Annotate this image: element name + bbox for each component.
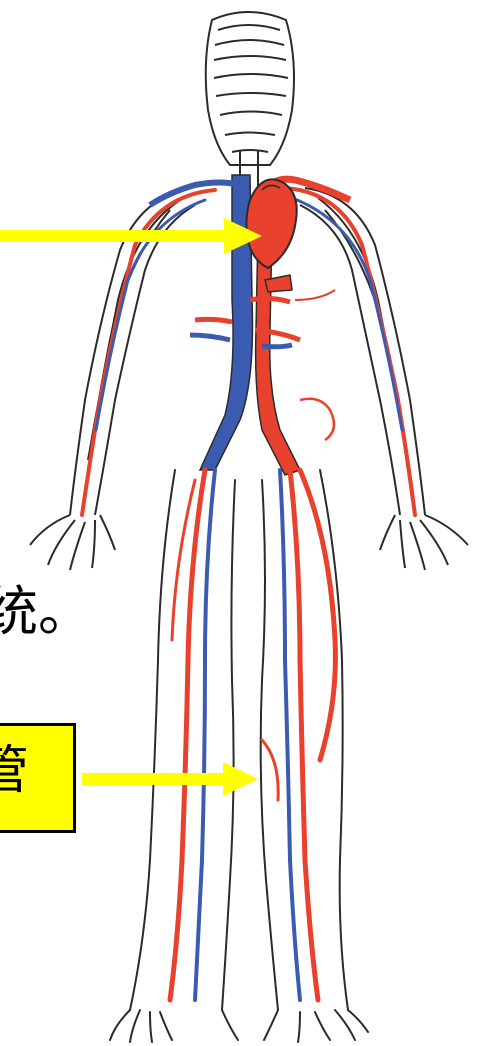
left-arm [30,190,195,570]
partial-caption-text: 统。 [0,585,92,639]
arrow-right-icon [82,762,258,796]
heart [246,179,296,268]
head [206,12,294,195]
arrow-right-icon [0,218,262,254]
legs [110,470,368,1042]
torso [150,175,350,475]
label-box: 管 [0,723,76,833]
right-arm [300,188,468,570]
aorta [256,230,300,475]
label-box-text: 管 [0,744,29,799]
